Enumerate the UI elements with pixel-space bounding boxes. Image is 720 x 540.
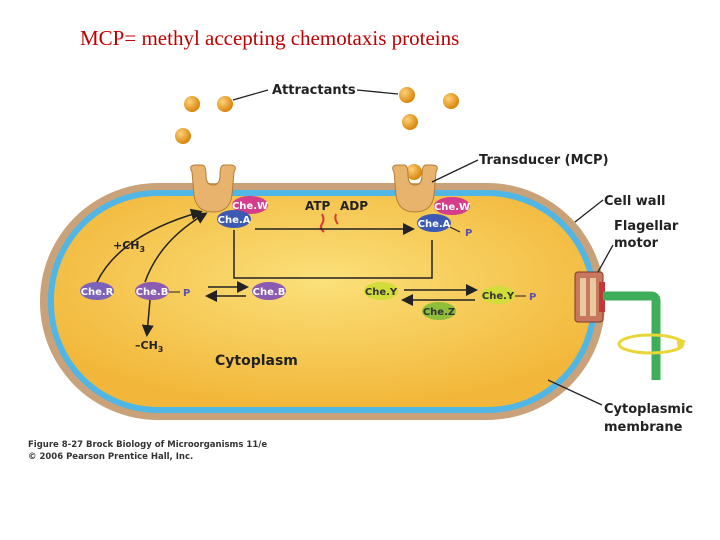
chez-label: Che.Z	[423, 307, 455, 318]
adp-label: ADP	[340, 199, 368, 213]
chew-left-bubble	[232, 196, 268, 214]
chew-right-label: Che.W	[434, 202, 470, 213]
chea-phosphate-label: P	[465, 228, 472, 239]
chea-loop-path	[233, 230, 433, 279]
methyl-remove-label: –CH3	[135, 339, 163, 354]
attractants-label: Attractants	[272, 83, 356, 98]
cytoplasmic-label: Cytoplasmic	[604, 402, 693, 417]
chez-bubble	[422, 302, 456, 320]
caption-line-2: © 2006 Pearson Prentice Hall, Inc.	[28, 452, 193, 462]
chey-p-phosphate: P	[529, 292, 536, 303]
flagellar-motor-leader	[597, 244, 614, 273]
cytoplasm-label: Cytoplasm	[215, 353, 298, 369]
attractant-molecules	[175, 87, 459, 180]
receptor-left	[190, 164, 236, 213]
chew-right-bubble	[434, 197, 470, 215]
cell-wall-leader	[574, 199, 604, 223]
chea-right-label: Che.A	[418, 219, 451, 230]
cheb-to-ch3-arrow	[141, 299, 154, 337]
membrane-label: membrane	[604, 420, 683, 435]
methyl-add-label: +CH3	[113, 239, 145, 254]
cheb-p-phosphate: P	[183, 288, 190, 299]
motor-label: motor	[614, 236, 659, 251]
caption-line-1: Figure 8-27 Brock Biology of Microorgani…	[28, 440, 267, 450]
attractants-leader-right	[356, 89, 399, 95]
cher-bubble	[80, 282, 114, 300]
atp-label: ATP	[305, 199, 331, 213]
transducer-leader	[431, 159, 479, 183]
chey-p-bubble	[481, 286, 515, 304]
cytoplasm-area	[54, 196, 591, 407]
chey-label: Che.Y	[365, 287, 398, 298]
cheb-bubble	[252, 282, 286, 300]
cheb-demethylation-arrow	[144, 212, 208, 283]
flagellar-motor	[574, 271, 605, 323]
cheb-p-bubble	[135, 282, 169, 300]
attractants-leader-left	[232, 89, 269, 101]
flagellar-label: Flagellar	[614, 219, 679, 234]
chea-left-label: Che.A	[218, 215, 251, 226]
cell-wall-label: Cell wall	[604, 194, 666, 209]
membrane-leader	[547, 379, 603, 406]
chea-phosphate-bond	[449, 226, 461, 233]
rotation-indicator	[617, 333, 685, 355]
cher-methylation-arrow	[96, 208, 203, 283]
chea-left-bubble	[217, 210, 251, 228]
chew-left-label: Che.W	[232, 201, 268, 212]
chea-right-bubble	[417, 214, 451, 232]
chey-p-label: Che.Y	[482, 291, 515, 302]
transducer-label: Transducer (MCP)	[479, 153, 609, 168]
cheb-p-label: Che.B	[136, 287, 169, 298]
slide-title: MCP= methyl accepting chemotaxis protein…	[80, 26, 459, 50]
cheb-label: Che.B	[253, 287, 286, 298]
chey-bubble	[364, 282, 398, 300]
flagellum	[603, 291, 661, 380]
cher-label: Che.R	[81, 287, 114, 298]
rotation-arrowhead	[676, 337, 686, 348]
receptor-right	[392, 164, 438, 213]
